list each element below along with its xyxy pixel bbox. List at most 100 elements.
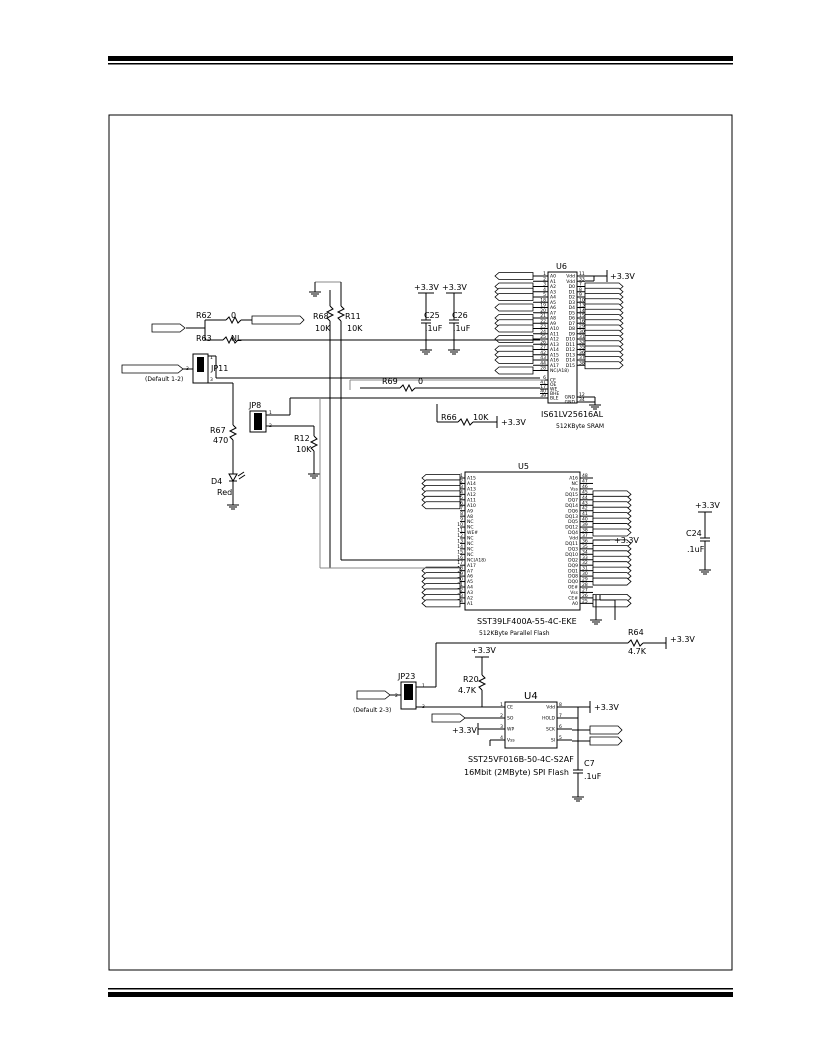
- pin-number: 5: [543, 292, 546, 298]
- pin-name: A1: [550, 279, 556, 285]
- pin-number: 39: [540, 393, 546, 399]
- pin-number: 36: [579, 350, 585, 356]
- net-port: [151, 323, 186, 333]
- pin-name: A17: [467, 563, 476, 569]
- schematic-frame: [108, 114, 733, 971]
- pin-name: A3: [550, 289, 556, 295]
- r12-val: 10K: [296, 445, 312, 454]
- pin-number: 14: [457, 544, 463, 550]
- pin-number: 8: [579, 287, 582, 293]
- pin-name: NC: [571, 481, 578, 487]
- pwr-label: +3.3V: [610, 272, 635, 281]
- pin-name: OE#: [568, 585, 578, 591]
- pin-number: 23: [540, 324, 546, 330]
- pin-name: WE#: [467, 530, 478, 536]
- pin-number: 3: [543, 282, 546, 288]
- pin-name: D13: [566, 352, 575, 358]
- pwr-label: +3.3V: [695, 501, 720, 510]
- pin-name: A4: [467, 585, 473, 591]
- pin-name: A9: [467, 508, 473, 514]
- jp23-jumper: JP23 (Default 2-3) 1 2 3: [353, 672, 505, 714]
- pin-name: D10: [566, 337, 575, 343]
- pin-name: Vss: [570, 590, 578, 596]
- net-port: [494, 303, 534, 312]
- net-port: [494, 356, 534, 364]
- pin-name: A14: [467, 481, 476, 487]
- r11-ref: R11: [345, 312, 361, 321]
- c24-ref: C24: [686, 529, 702, 538]
- pin-number: 20: [540, 308, 546, 314]
- pin-number: 13: [579, 303, 585, 309]
- pin-name: WE: [550, 387, 557, 393]
- pin-number: 40: [540, 389, 546, 395]
- pin-number: 5: [460, 495, 463, 501]
- pin-number: 27: [540, 345, 546, 351]
- pin-name: DQ6: [568, 508, 578, 514]
- pin-number: 32: [579, 339, 585, 345]
- pin-name: NC: [467, 519, 474, 525]
- c25-val: .1uF: [425, 324, 443, 333]
- pin-name: NC(A18): [467, 557, 486, 563]
- u6-vdd-power: +3.3V: [585, 270, 635, 410]
- jp23-ref: JP23: [397, 672, 415, 681]
- pin-number: 4: [500, 735, 503, 741]
- pin-number: 45: [582, 489, 588, 495]
- pin-number: 6: [559, 724, 562, 730]
- r67-val: 470: [213, 436, 228, 445]
- pin-number: 34: [582, 549, 588, 555]
- pin-name: Vss: [570, 487, 578, 493]
- pin-name: A6: [550, 305, 556, 311]
- pin-number: 18: [540, 297, 546, 303]
- pin-number: 9: [579, 292, 582, 298]
- pin-number: 38: [579, 360, 585, 366]
- c24-cap: +3.3V C24 .1uF: [686, 501, 720, 575]
- u4-spi-flash: U4 SST25VF016B-50-4C-S2AF 16Mbit (2MByte…: [431, 691, 623, 777]
- pin-number: 11: [457, 528, 463, 534]
- pin-name: DQ10: [565, 552, 578, 558]
- pin-number: 21: [540, 313, 546, 319]
- u6-part: IS61LV25616AL: [541, 410, 604, 419]
- footer-rule: [108, 988, 733, 997]
- pin-name: A11: [550, 331, 559, 337]
- pin-name: A5: [467, 579, 473, 585]
- pin-name: D11: [566, 342, 575, 348]
- r69-ref: R69: [382, 377, 398, 386]
- pin-name: NC: [467, 552, 474, 558]
- pin-name: A17: [550, 363, 559, 369]
- jp23-note: (Default 2-3): [353, 707, 391, 714]
- pin-name: A4: [550, 295, 556, 301]
- pin-number: 34: [579, 397, 585, 403]
- pin-number: 12: [457, 533, 463, 539]
- pin-number: 8: [460, 511, 463, 517]
- net-port: [494, 324, 534, 333]
- c24-val: .1uF: [687, 545, 705, 554]
- pin-name: D7: [569, 321, 575, 327]
- pwr-label: +3.3V: [414, 283, 439, 292]
- u6-decoupling: +3.3V +3.3V C25 .1uF C26 .1uF: [414, 283, 471, 355]
- r68-r11-pullups: R68 10K R11 10K: [309, 281, 363, 568]
- pin-name: D3: [569, 300, 575, 306]
- pin-name: DQ0: [568, 579, 578, 585]
- pin-name: DQ1: [568, 568, 578, 574]
- pin-name: NC: [467, 546, 474, 552]
- pin-number: 1: [543, 271, 546, 277]
- pin-name: DQ8: [568, 574, 578, 580]
- pin-name: DQ13: [565, 514, 578, 520]
- u6-desc: 512KByte SRAM: [556, 423, 604, 430]
- pin-name: A10: [550, 326, 559, 332]
- pin-name: Vdd: [569, 536, 578, 542]
- pin-name: D4: [569, 305, 575, 311]
- pin-name: DQ3: [568, 546, 578, 552]
- pin-number: 29: [579, 324, 585, 330]
- r68-val: 10K: [315, 324, 331, 333]
- pin-number: 44: [540, 360, 546, 366]
- pin-number: 42: [540, 350, 546, 356]
- pin-name: A13: [550, 342, 559, 348]
- pin-name: A3: [467, 590, 473, 596]
- pin-number: 31: [579, 334, 585, 340]
- pin-name: WP: [507, 727, 514, 733]
- pin-name: A16: [550, 358, 559, 364]
- pin-name: A5: [550, 300, 556, 306]
- c25-ref: C25: [424, 311, 440, 320]
